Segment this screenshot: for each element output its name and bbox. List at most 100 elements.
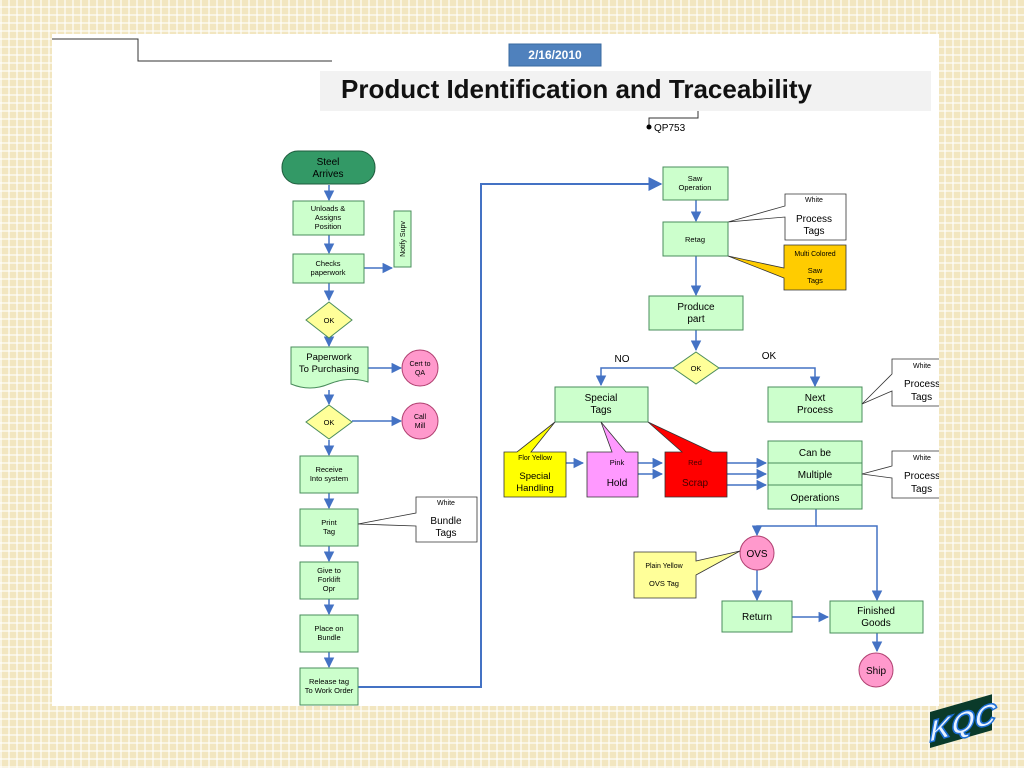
- svg-text:Scrap: Scrap: [682, 478, 709, 489]
- svg-text:Can be: Can be: [799, 448, 832, 459]
- doc-id-bullet: [646, 124, 652, 130]
- svg-text:Next: Next: [805, 393, 826, 404]
- svg-text:Tags: Tags: [911, 392, 932, 403]
- svg-text:Bundle: Bundle: [317, 633, 340, 642]
- ovs-tag-callout: Plain Yellow OVS Tag: [633, 550, 741, 599]
- svg-text:White: White: [437, 500, 455, 507]
- svg-text:Operations: Operations: [791, 493, 840, 504]
- notify-supv-box: Notify Supv: [393, 210, 412, 268]
- svg-text:Process: Process: [904, 471, 939, 482]
- special-tags-box: Special Tags: [554, 386, 649, 423]
- svg-text:Position: Position: [315, 222, 342, 231]
- process-tags-callout-1: White Process Tags: [727, 193, 847, 241]
- ship-circle: Ship: [858, 652, 894, 688]
- svg-text:Arrives: Arrives: [312, 169, 343, 180]
- flowchart-diagram: 2/16/2010 Product Identification and Tra…: [52, 38, 939, 706]
- svg-text:Operation: Operation: [679, 183, 712, 192]
- svg-text:Handling: Handling: [516, 483, 554, 494]
- retag-box: Retag: [662, 221, 729, 257]
- paperwork-purchasing-document: Paperwork To Purchasing: [290, 346, 369, 389]
- ok-decision-2: OK: [305, 404, 353, 440]
- svg-text:Retag: Retag: [685, 235, 705, 244]
- ok-decision-3: OK: [672, 351, 720, 385]
- svg-text:Finished: Finished: [857, 606, 895, 617]
- svg-text:Special: Special: [519, 471, 550, 482]
- receive-into-system-box: Receive Into system: [299, 455, 359, 494]
- left-connectors: [323, 177, 663, 688]
- svg-text:Print: Print: [321, 518, 337, 527]
- give-to-forklift-box: Give to Forklift Opr: [299, 561, 359, 600]
- svg-text:Process: Process: [797, 405, 833, 416]
- ok-decision-1: OK: [305, 301, 353, 339]
- svg-text:Mill: Mill: [415, 423, 426, 430]
- finished-goods-box: Finished Goods: [829, 600, 924, 634]
- svg-text:Unloads &: Unloads &: [311, 204, 346, 213]
- svg-text:Special: Special: [585, 393, 618, 404]
- svg-text:White: White: [913, 455, 931, 462]
- pink-hold-tag: Pink Hold: [586, 421, 639, 498]
- process-tags-callout-2: White Process Tags: [861, 358, 939, 407]
- svg-text:Saw: Saw: [808, 266, 823, 275]
- flor-yellow-tag: Flor Yellow Special Handling: [503, 421, 567, 498]
- svg-text:Steel: Steel: [317, 157, 340, 168]
- svg-text:Pink: Pink: [610, 458, 625, 467]
- header-connector-line: [648, 111, 699, 125]
- svg-text:Ship: Ship: [866, 666, 886, 677]
- svg-text:To Work Order: To Work Order: [305, 686, 354, 695]
- svg-text:Process: Process: [904, 379, 939, 390]
- next-process-box: Next Process: [767, 386, 863, 423]
- svg-text:Tag: Tag: [323, 527, 335, 536]
- svg-text:Cert to: Cert to: [409, 361, 430, 368]
- svg-text:Process: Process: [796, 214, 832, 225]
- saw-operation-box: Saw Operation: [662, 166, 729, 201]
- header-date: 2/16/2010: [528, 48, 582, 62]
- svg-text:Call: Call: [414, 414, 427, 421]
- svg-text:Multi Colored: Multi Colored: [794, 251, 835, 258]
- cert-to-qa-circle: Cert to QA: [401, 349, 439, 387]
- svg-text:OVS Tag: OVS Tag: [649, 579, 679, 588]
- page-title: Product Identification and Traceability: [341, 74, 813, 104]
- svg-text:OK: OK: [691, 364, 702, 373]
- doc-id: QP753: [654, 123, 686, 134]
- multiple-operations-box: Can be Multiple Operations: [767, 440, 863, 510]
- svg-text:Give to: Give to: [317, 566, 341, 575]
- right-connectors: [566, 200, 883, 653]
- svg-text:Into system: Into system: [310, 474, 348, 483]
- title-band: [320, 71, 931, 111]
- svg-text:Produce: Produce: [677, 302, 715, 313]
- call-mill-circle: Call Mill: [401, 402, 439, 440]
- svg-text:Opr: Opr: [323, 584, 336, 593]
- slide: 2/16/2010 Product Identification and Tra…: [52, 34, 939, 706]
- svg-text:part: part: [687, 314, 704, 325]
- svg-text:Forklift: Forklift: [318, 575, 341, 584]
- svg-text:OK: OK: [324, 316, 335, 325]
- svg-text:Release tag: Release tag: [309, 677, 349, 686]
- steel-arrives-terminator: Steel Arrives: [281, 150, 376, 185]
- svg-text:Saw: Saw: [688, 174, 703, 183]
- svg-text:Checks: Checks: [315, 259, 340, 268]
- svg-text:Return: Return: [742, 612, 772, 623]
- svg-text:Tags: Tags: [590, 405, 611, 416]
- ok-branch-label: OK: [762, 351, 777, 362]
- red-scrap-tag: Red Scrap: [647, 421, 728, 498]
- svg-text:Plain Yellow: Plain Yellow: [645, 563, 683, 570]
- release-tag-box: Release tag To Work Order: [299, 667, 359, 706]
- svg-text:Receive: Receive: [315, 465, 342, 474]
- unloads-assigns-box: Unloads & Assigns Position: [292, 200, 365, 236]
- svg-text:Bundle: Bundle: [430, 516, 462, 527]
- checks-paperwork-box: Checks paperwork: [292, 253, 365, 284]
- produce-part-box: Produce part: [648, 295, 744, 331]
- date-badge: [508, 43, 602, 67]
- svg-text:White: White: [913, 363, 931, 370]
- svg-text:paperwork: paperwork: [310, 268, 345, 277]
- ovs-circle: OVS: [739, 535, 775, 571]
- svg-text:Tags: Tags: [435, 528, 456, 539]
- svg-text:Flor Yellow: Flor Yellow: [518, 455, 553, 462]
- svg-text:OVS: OVS: [746, 549, 767, 560]
- svg-text:White: White: [805, 197, 823, 204]
- svg-text:Place on: Place on: [314, 624, 343, 633]
- svg-text:Tags: Tags: [807, 276, 823, 285]
- svg-text:OK: OK: [324, 418, 335, 427]
- svg-text:Assigns: Assigns: [315, 213, 342, 222]
- svg-text:Notify Supv: Notify Supv: [400, 221, 407, 257]
